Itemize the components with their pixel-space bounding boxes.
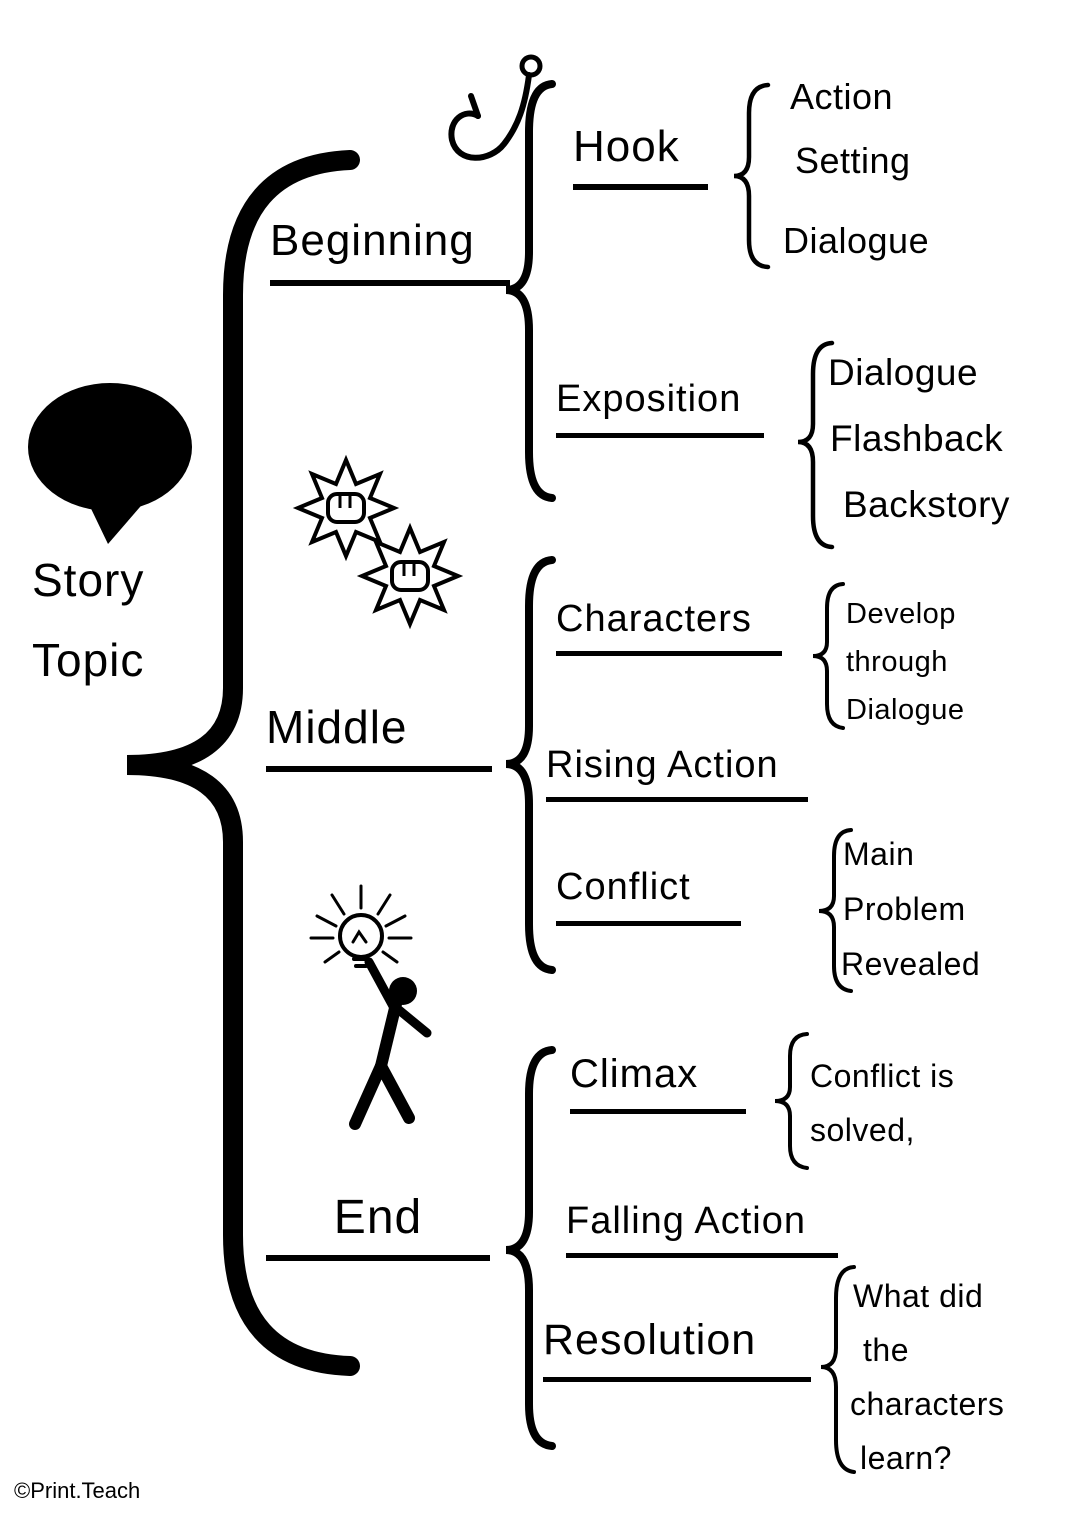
- hook-item: Action: [790, 76, 894, 117]
- footer-credit: ©Print.Teach: [14, 1478, 141, 1503]
- beginning-brace: [505, 80, 556, 502]
- exposition-item: Flashback: [830, 418, 1004, 459]
- rising-action-heading: Rising Action: [546, 744, 808, 802]
- story-topic-label: Story Topic: [32, 540, 144, 700]
- climax-item: solved,: [810, 1112, 915, 1148]
- climax-item: Conflict is: [810, 1058, 955, 1094]
- hook-heading: Hook: [573, 122, 708, 190]
- characters-item: Develop: [846, 598, 956, 630]
- middle-brace: [505, 556, 556, 974]
- story-topic-line2: Topic: [32, 634, 145, 686]
- hook-item: Setting: [795, 140, 911, 181]
- conflict-heading: Conflict: [556, 866, 741, 926]
- characters-item: Dialogue: [846, 694, 965, 726]
- exposition-items-brace: [797, 340, 835, 550]
- resolution-item: characters: [850, 1386, 1005, 1422]
- hook-item: Dialogue: [783, 220, 930, 261]
- beginning-heading: Beginning: [270, 216, 510, 286]
- fish-hook-icon: [448, 54, 543, 161]
- fist-bump-icon: [292, 454, 464, 630]
- speech-bubble-icon: [28, 383, 192, 544]
- resolution-item: the: [863, 1332, 909, 1368]
- conflict-items-brace: [818, 828, 853, 993]
- conflict-item: Main: [843, 836, 915, 872]
- exposition-item: Dialogue: [828, 352, 979, 393]
- climax-heading: Climax: [570, 1052, 746, 1114]
- story-topic-line1: Story: [32, 554, 145, 606]
- resolution-items-brace: [820, 1265, 856, 1474]
- falling-action-heading: Falling Action: [566, 1200, 838, 1258]
- characters-heading: Characters: [556, 598, 782, 656]
- hook-items-brace: [733, 82, 771, 270]
- characters-item: through: [846, 646, 948, 678]
- middle-heading: Middle: [266, 700, 492, 772]
- end-brace: [505, 1046, 556, 1450]
- conflict-item: Revealed: [841, 946, 981, 982]
- exposition-item: Backstory: [843, 484, 1010, 525]
- climax-items-brace: [774, 1032, 809, 1170]
- person-lightbulb-icon: [309, 884, 432, 1130]
- resolution-heading: Resolution: [543, 1316, 811, 1382]
- resolution-item: What did: [853, 1278, 984, 1314]
- main-brace: [126, 150, 360, 1376]
- end-heading: End: [266, 1190, 490, 1261]
- characters-items-brace: [812, 582, 845, 730]
- resolution-item: learn?: [860, 1440, 952, 1476]
- exposition-heading: Exposition: [556, 378, 764, 438]
- conflict-item: Problem: [843, 891, 966, 927]
